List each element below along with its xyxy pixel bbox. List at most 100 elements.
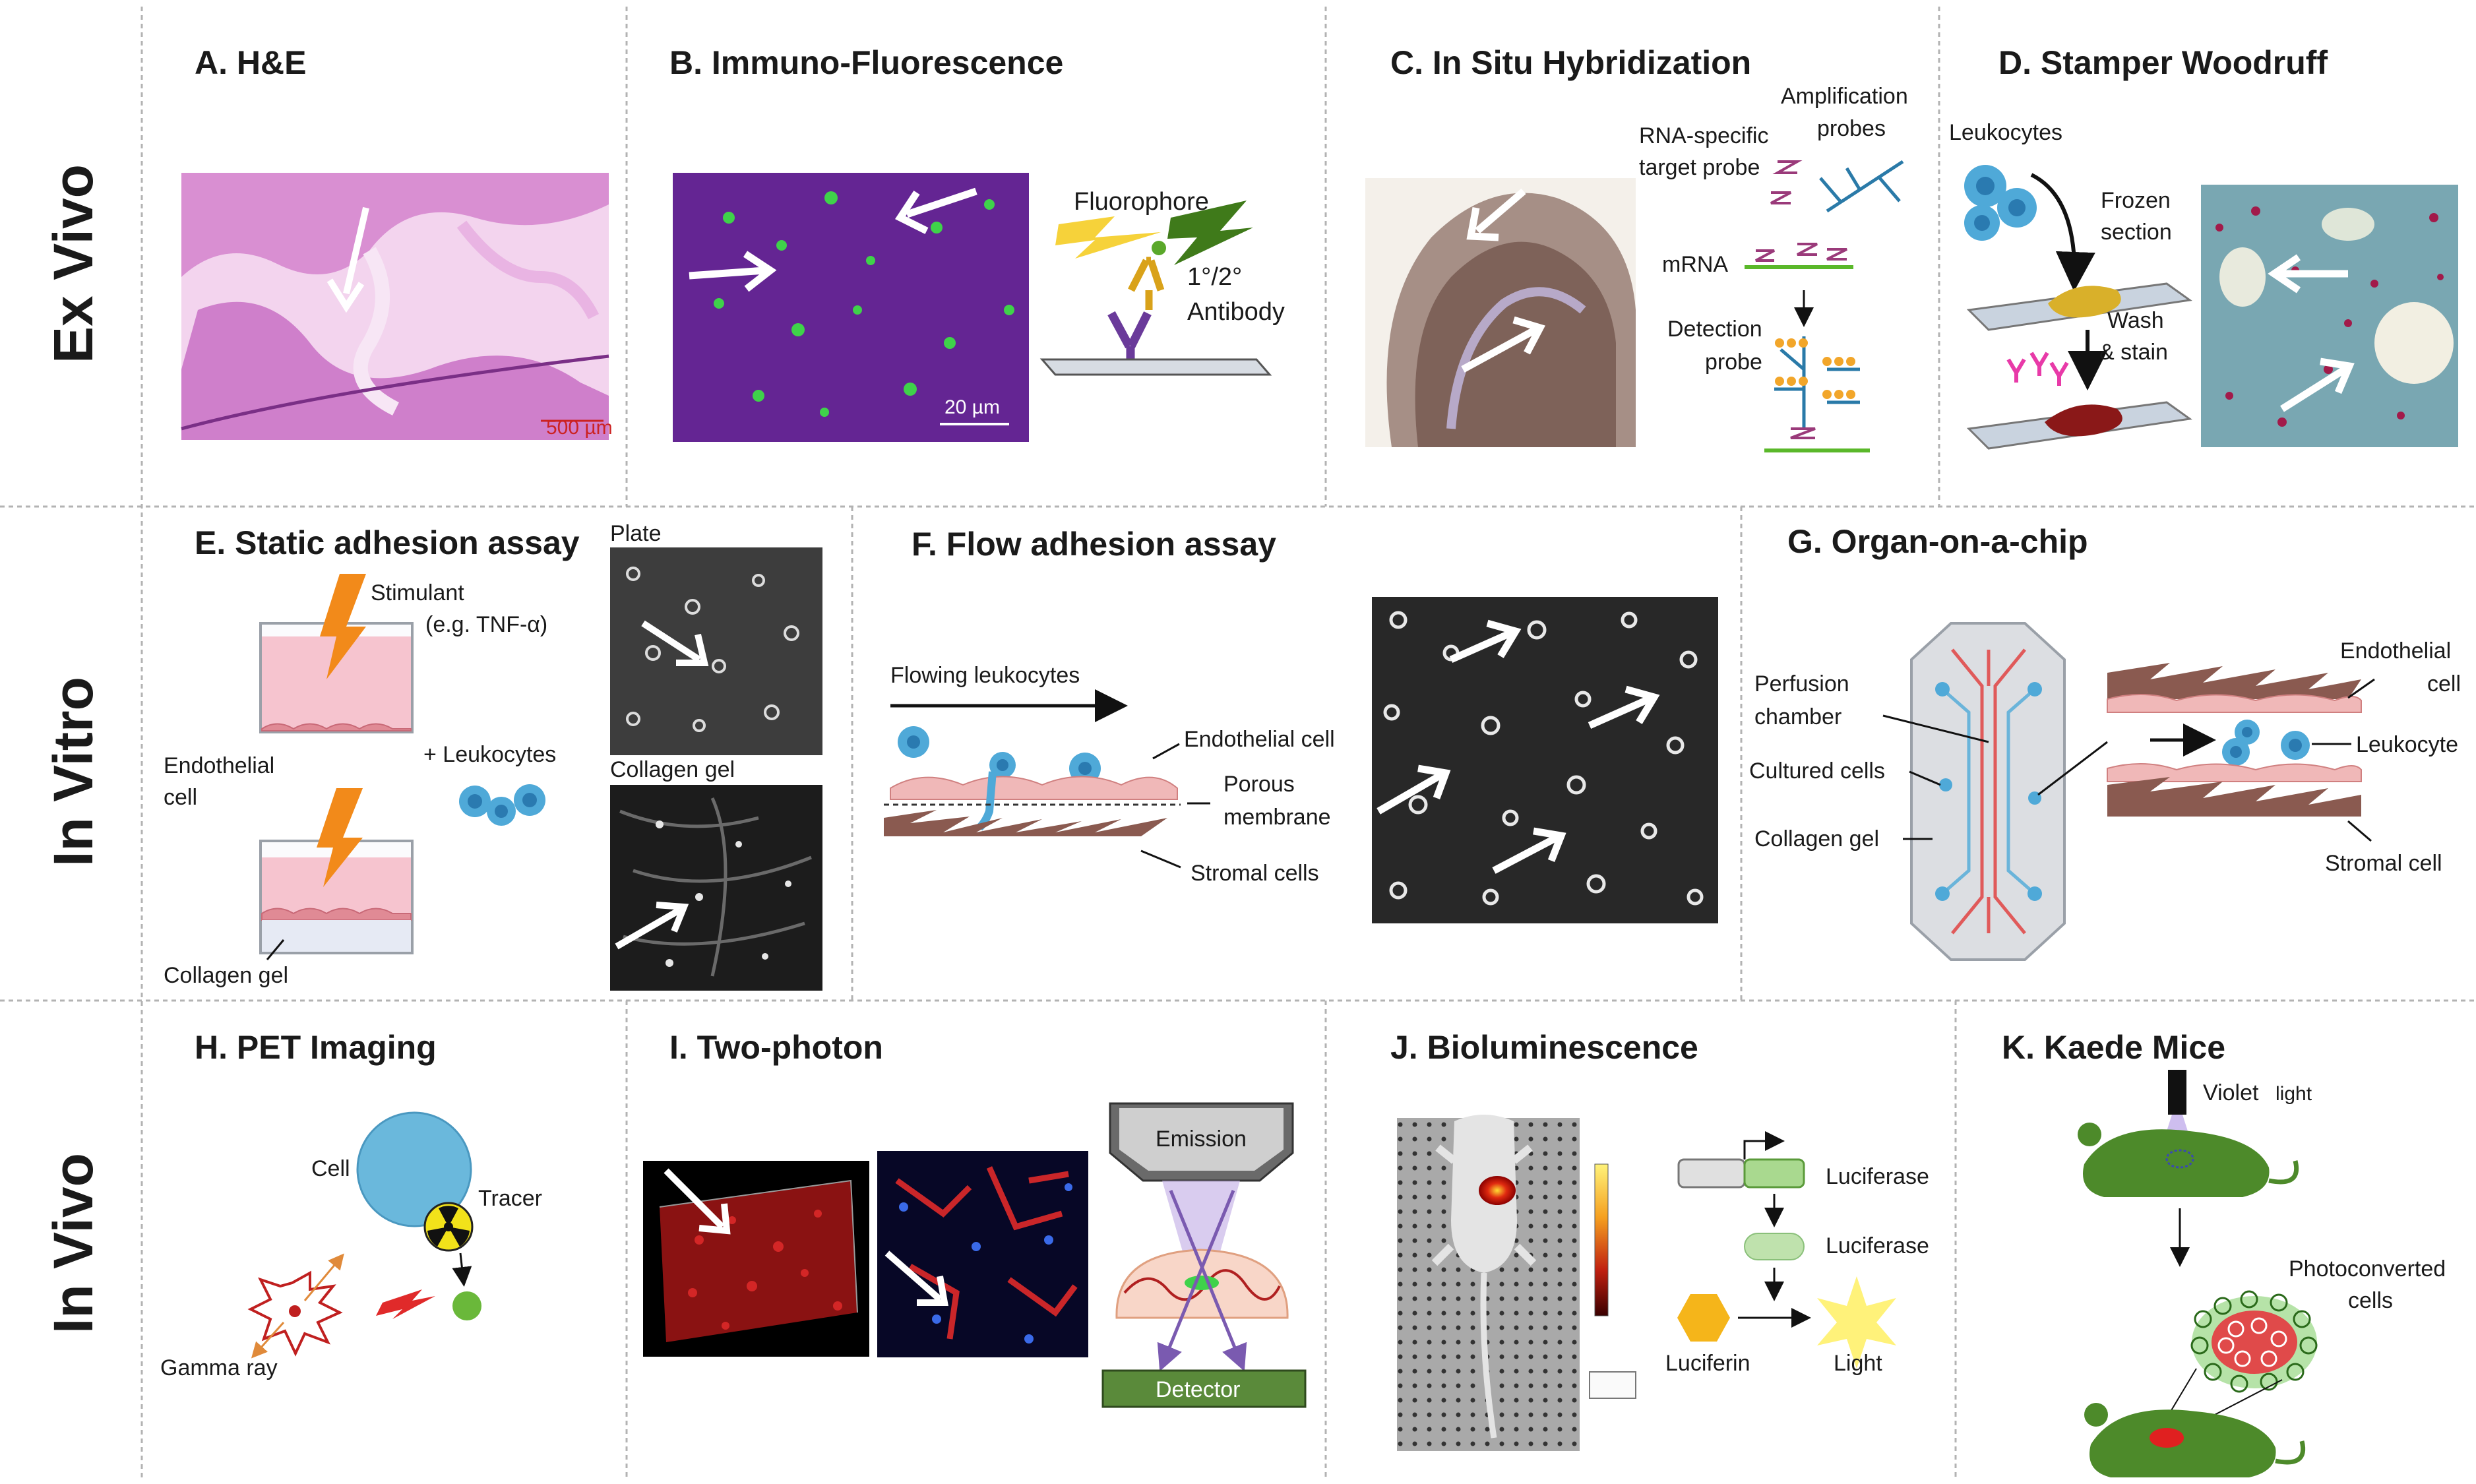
- rna-probe-label-line1: RNA-specific: [1639, 123, 1768, 148]
- panel-b-title: B. Immuno-Fluorescence: [669, 44, 1063, 81]
- panel-k: K. Kaede Mice Violet light Photoconverte…: [2002, 1029, 2446, 1477]
- porous-membrane-label-line1: Porous: [1223, 772, 1295, 797]
- luciferase-protein-label: Luciferase: [1826, 1233, 1929, 1258]
- cultured-cells-label: Cultured cells: [1749, 758, 1885, 784]
- luciferin-label: Luciferin: [1665, 1351, 1750, 1376]
- mouse-top: [2078, 1123, 2299, 1197]
- panel-a-title: A. H&E: [195, 44, 306, 81]
- stromal-cell-label-g: Stromal cell: [2325, 851, 2442, 876]
- panel-k-title: K. Kaede Mice: [2002, 1029, 2225, 1066]
- ish-schematic: Amplification probes RNA-specific target…: [1639, 84, 1908, 452]
- panel-f-title: F. Flow adhesion assay: [912, 526, 1276, 563]
- panel-j: J. Bioluminescence Luciferase Luciferase…: [1390, 1029, 1929, 1451]
- endothelial-cell-label-g-line1: Endothelial: [2340, 638, 2451, 664]
- chip: [1910, 622, 2066, 961]
- violet-light-label: light: [2275, 1083, 2312, 1105]
- bioluminescence-image: [1397, 1115, 1636, 1451]
- light-label: Light: [1834, 1351, 1882, 1376]
- if-scale-bar-label: 20 µm: [944, 396, 1000, 418]
- panel-d: D. Stamper Woodruff Leukocytes Frozen se…: [1949, 44, 2458, 450]
- panel-e-title: E. Static adhesion assay: [195, 524, 580, 561]
- he-image: 500 µm: [181, 173, 613, 440]
- leukocyte-cluster-e: [459, 784, 545, 826]
- if-schematic: Fluorophore 1°/2° Antibody: [1039, 188, 1285, 376]
- endothelial-cell-label-g-line2: cell: [2427, 671, 2461, 696]
- antibody-glyphs: [2006, 352, 2069, 386]
- panel-g-title: G. Organ-on-a-chip: [1787, 523, 2088, 560]
- panel-c: C. In Situ Hybridization Amplification p…: [1365, 44, 1908, 452]
- panel-f: F. Flow adhesion assay Flowing leukocyte…: [884, 526, 1718, 923]
- flow-cells: [884, 726, 1181, 836]
- detection-probe-tree: [1764, 336, 1870, 452]
- antibody-label-line2: Antibody: [1187, 298, 1285, 326]
- panel-i-title: I. Two-photon: [669, 1029, 883, 1066]
- collagen-gel-label-g: Collagen gel: [1754, 826, 1879, 851]
- mrna-label: mRNA: [1662, 252, 1728, 277]
- endothelial-cell-label-line2: cell: [164, 785, 197, 810]
- two-photon-cells-image: [877, 1151, 1088, 1357]
- perfusion-chamber-label-line2: chamber: [1754, 704, 1842, 729]
- panel-i: I. Two-photon: [643, 1029, 1307, 1408]
- amplification-label-line1: Amplification: [1781, 84, 1908, 109]
- panel-j-title: J. Bioluminescence: [1390, 1029, 1698, 1066]
- leukocyte-label-g: Leukocyte: [2356, 732, 2458, 757]
- photoconverted-label-line1: Photoconverted: [2289, 1256, 2446, 1282]
- luciferase-schematic: Luciferase Luciferase Luciferin Light: [1665, 1131, 1929, 1376]
- panel-b: B. Immuno-Fluorescence 20 µm Fluorophore: [669, 44, 1285, 442]
- leukocyte-cluster: [1964, 165, 2037, 241]
- fluorophore-label: Fluorophore: [1074, 188, 1209, 216]
- panel-c-title: C. In Situ Hybridization: [1390, 44, 1751, 81]
- detector-label: Detector: [1156, 1377, 1241, 1402]
- stimulant-label: Stimulant: [371, 580, 464, 605]
- grid-dividers: [0, 7, 2476, 1477]
- luciferase-gene-label: Luciferase: [1826, 1164, 1929, 1189]
- tracer-label: Tracer: [478, 1186, 542, 1211]
- amplification-label-line2: probes: [1817, 116, 1886, 141]
- panel-d-title: D. Stamper Woodruff: [1998, 44, 2328, 81]
- detection-probe-label-line2: probe: [1705, 350, 1762, 375]
- plate-image: [610, 547, 822, 755]
- tnf-label: (e.g. TNF-α): [425, 612, 547, 637]
- panel-a: A. H&E 500 µm: [181, 44, 613, 440]
- collagen-gel-image-label: Collagen gel: [610, 757, 735, 782]
- wash-stain-label-line2: & stain: [2099, 340, 2168, 365]
- antibody-label-line1: 1°/2°: [1187, 263, 1242, 291]
- emission-label: Emission: [1156, 1127, 1247, 1152]
- row-label-in-vitro: In Vitro: [42, 677, 104, 867]
- detection-probe-label-line1: Detection: [1667, 317, 1762, 342]
- add-leukocytes-label: + Leukocytes: [423, 742, 556, 767]
- collagen-gel-label-e: Collagen gel: [164, 963, 288, 988]
- row-label-in-vivo: In Vivo: [42, 1153, 104, 1334]
- ish-image: [1365, 178, 1636, 447]
- row-label-ex-vivo: Ex Vivo: [42, 164, 104, 363]
- stromal-cells-label-f: Stromal cells: [1191, 861, 1319, 886]
- perfusion-chamber-label-line1: Perfusion: [1754, 671, 1849, 696]
- frozen-section-label-line1: Frozen: [2101, 188, 2171, 213]
- rna-probe-label-line2: target probe: [1639, 155, 1760, 180]
- panel-g: G. Organ-on-a-chip Perfusion chamber Cul…: [1749, 523, 2461, 961]
- stamper-woodruff-image: [2201, 185, 2458, 447]
- two-photon-schematic: Emission Detector: [1101, 1102, 1307, 1408]
- photoconverted-cluster: [2190, 1290, 2318, 1393]
- wash-stain-label-line1: Wash: [2107, 308, 2164, 333]
- endothelial-cell-label-f: Endothelial cell: [1184, 727, 1335, 752]
- mouse-bottom: [2084, 1403, 2305, 1477]
- chip-cross-section: [2107, 663, 2362, 817]
- photoconverted-label-line2: cells: [2348, 1288, 2393, 1313]
- violet-label: Violet: [2203, 1080, 2259, 1105]
- leukocytes-label: Leukocytes: [1949, 120, 2062, 145]
- frozen-section-label-line2: section: [2101, 220, 2172, 245]
- gamma-burst: [247, 1253, 344, 1359]
- endothelial-cell-label-line1: Endothelial: [164, 753, 274, 778]
- plate-label: Plate: [610, 521, 662, 546]
- panel-e: E. Static adhesion assay Stimulant (e.g.…: [164, 521, 822, 991]
- he-scale-bar-label: 500 µm: [546, 417, 613, 439]
- panel-h: H. PET Imaging Cell Tracer Gamma ray: [160, 1029, 542, 1380]
- panel-h-title: H. PET Imaging: [195, 1029, 437, 1066]
- collagen-gel-image: [610, 785, 822, 991]
- porous-membrane-label-line2: membrane: [1223, 805, 1331, 830]
- two-photon-3d-image: [643, 1161, 869, 1357]
- flow-image: [1372, 597, 1718, 923]
- flowing-leukocytes-label: Flowing leukocytes: [890, 663, 1080, 688]
